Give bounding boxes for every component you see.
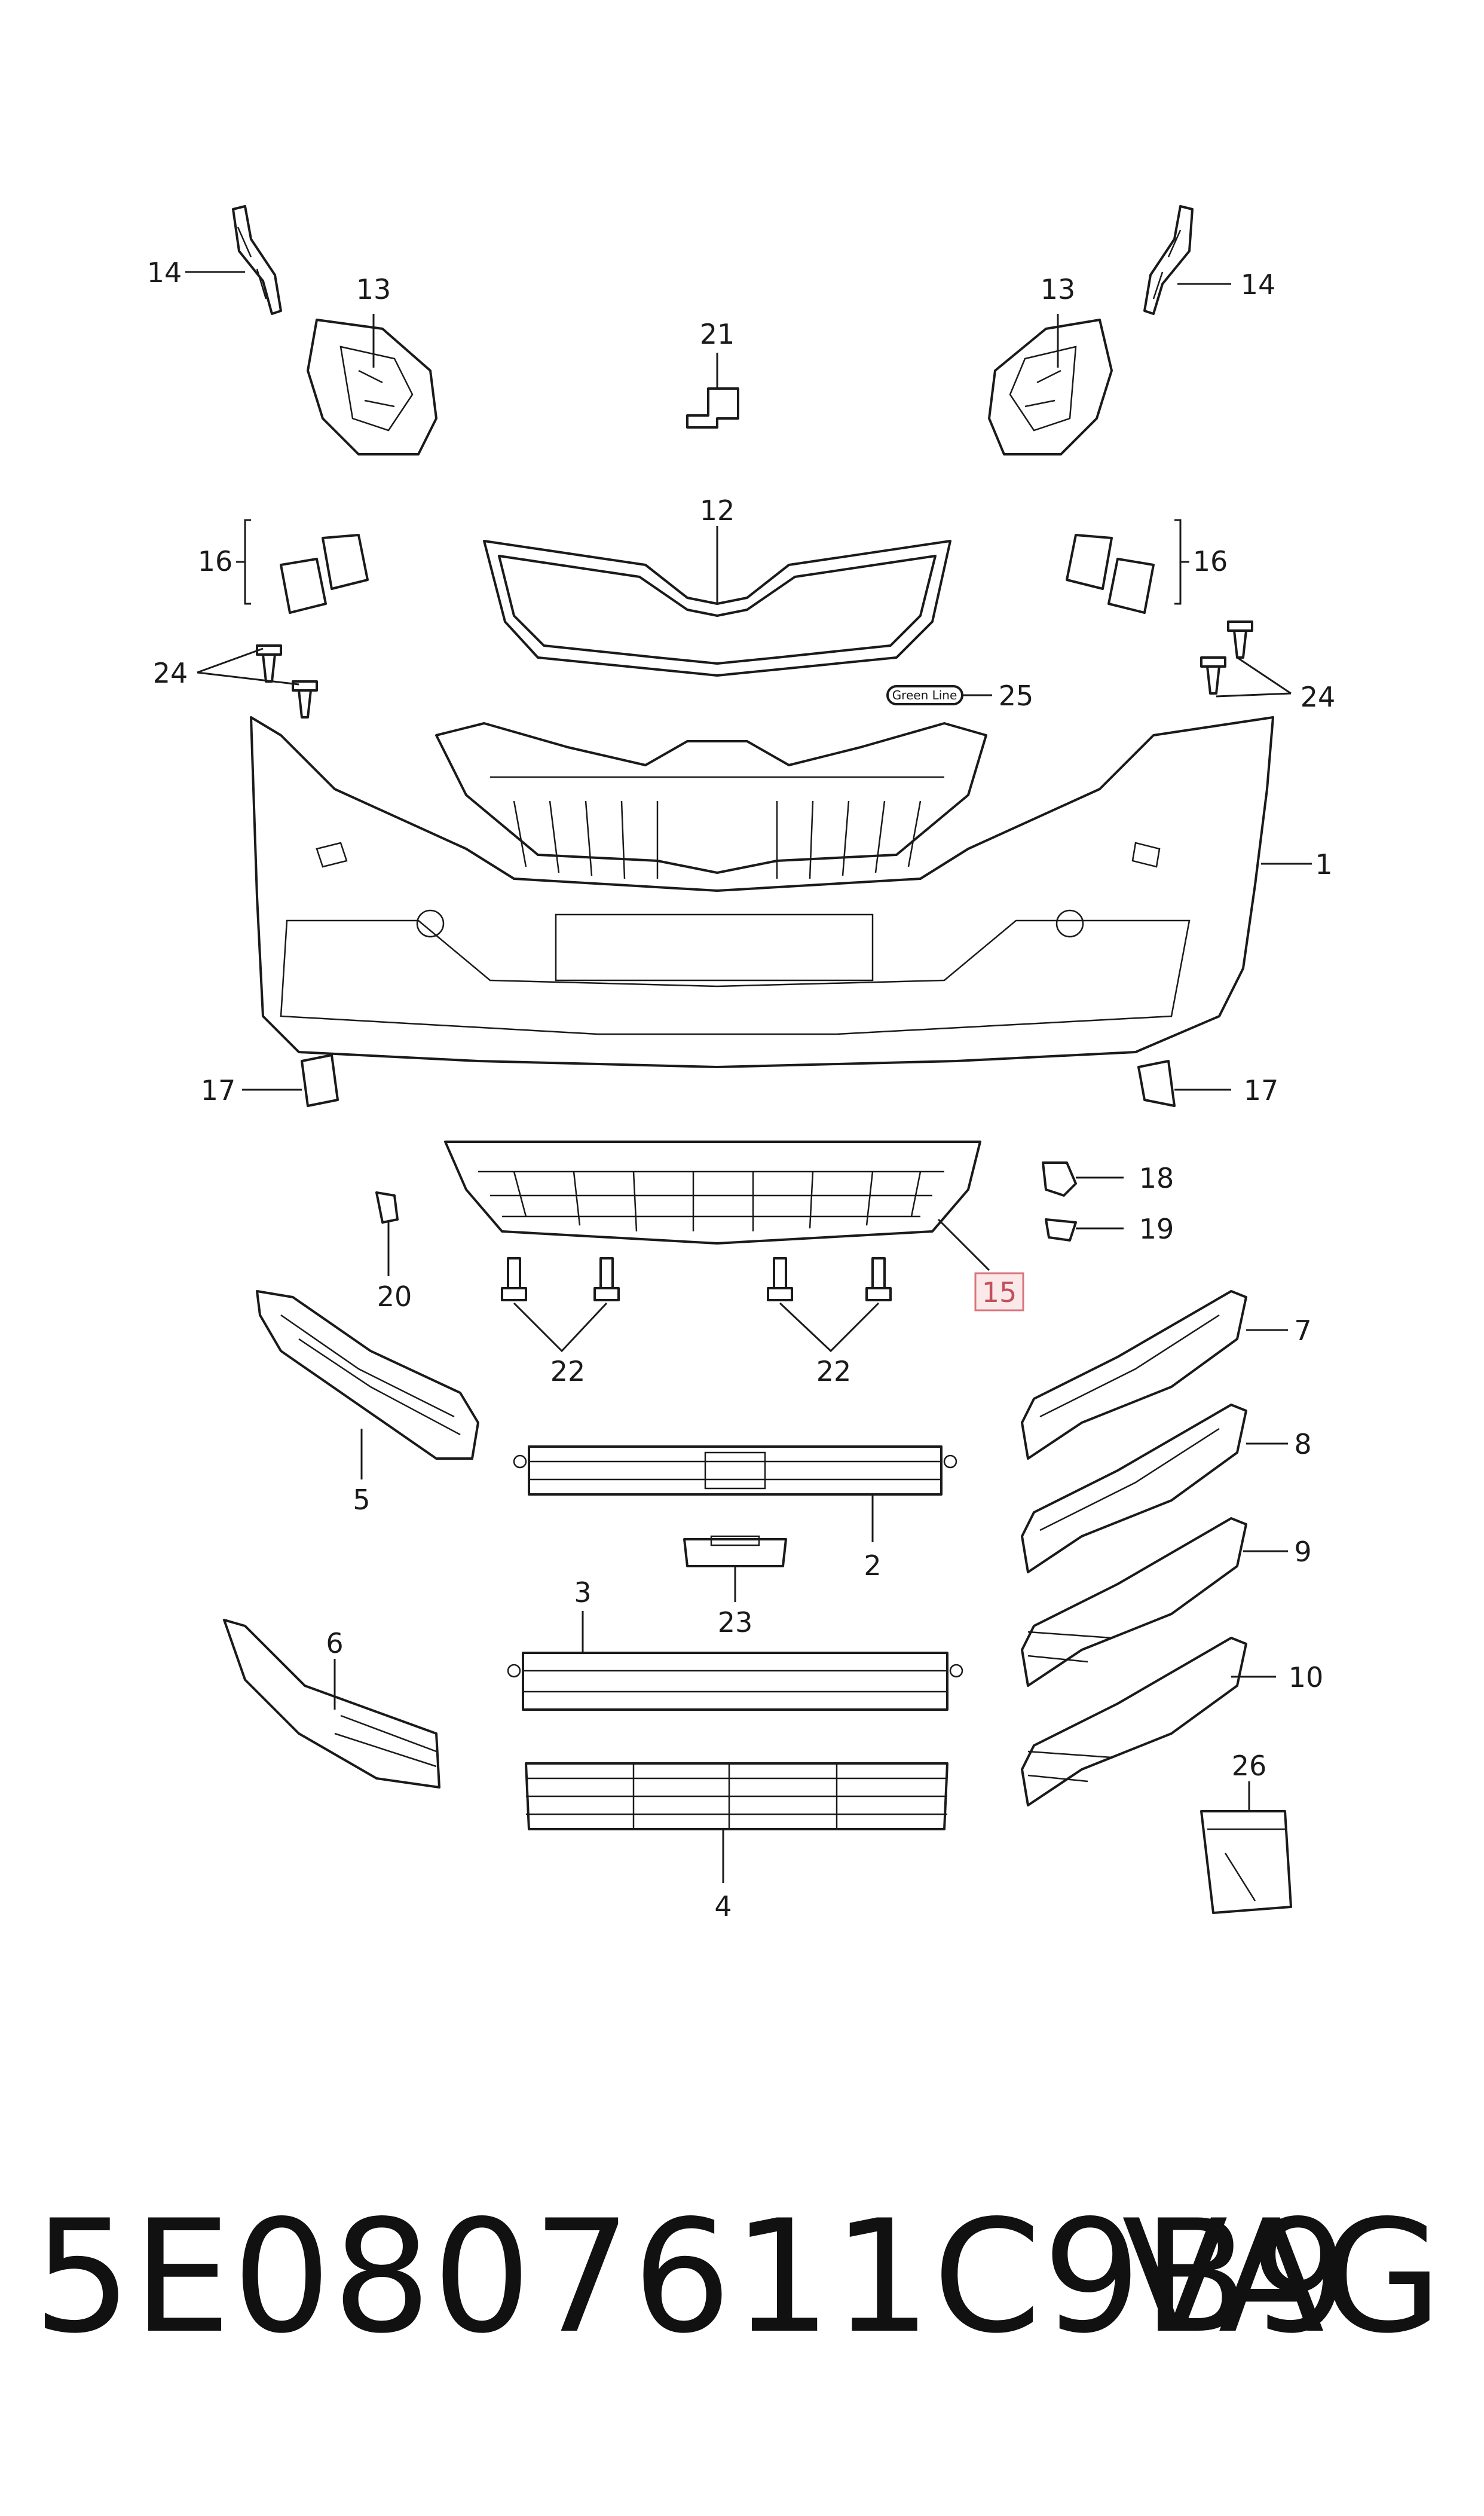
part-8-right-trim <box>1021 1404 1247 1573</box>
part-23-left-screws <box>256 644 318 719</box>
callout-5: 5 <box>353 1484 370 1516</box>
part-10-right-trim <box>1021 1637 1247 1806</box>
part-9-right-trim <box>1021 1517 1247 1687</box>
part-17-right <box>1137 1060 1176 1107</box>
callout-25: 25 <box>999 680 1034 712</box>
callout-13-right: 13 <box>1041 273 1076 305</box>
part-5-left-trim <box>256 1290 479 1460</box>
part-26-bag <box>1200 1810 1292 1914</box>
part-19-clip <box>1045 1218 1077 1242</box>
part-12-grille-frame <box>483 540 951 677</box>
callout-2: 2 <box>864 1549 881 1582</box>
callout-1: 1 <box>1315 848 1332 881</box>
part-4-lower-grille <box>525 1762 948 1830</box>
part-17-left <box>301 1054 339 1107</box>
part-23-right-screws <box>1200 620 1253 695</box>
callout-14-left: 14 <box>147 256 182 289</box>
callout-15-highlight <box>974 1272 1024 1312</box>
part-14-left <box>232 205 282 315</box>
part-2-grille <box>513 1445 957 1496</box>
callout-18: 18 <box>1139 1162 1174 1194</box>
callout-17-right: 17 <box>1244 1074 1279 1106</box>
part-6-left-trim <box>223 1619 440 1789</box>
callout-16-right: 16 <box>1193 545 1228 577</box>
part-13-right <box>988 319 1113 455</box>
callout-3: 3 <box>574 1576 591 1609</box>
part-13-left <box>307 319 437 455</box>
callout-23-left: 24 <box>153 657 188 689</box>
callout-22-left: 22 <box>550 1355 586 1387</box>
part-1-bumper-cover <box>250 716 1274 1068</box>
footer: 5E0807611C9B9 VAG <box>0 2182 1484 2373</box>
callout-26: 26 <box>1232 1750 1267 1782</box>
part-21 <box>686 387 739 429</box>
callout-22-right: 22 <box>816 1355 852 1387</box>
callout-13-left: 13 <box>356 273 391 305</box>
callout-6: 6 <box>326 1627 343 1659</box>
callout-21: 21 <box>700 318 735 350</box>
callout-7: 7 <box>1294 1314 1311 1347</box>
part-16-right <box>1066 519 1189 614</box>
emblem-label: Green Line <box>892 688 957 702</box>
callout-14-right: 14 <box>1241 268 1276 301</box>
callout-labels: 14 14 13 13 21 12 16 16 24 24 25 1 17 17… <box>147 256 1336 1922</box>
callout-16-left: 16 <box>198 545 233 577</box>
callout-9: 9 <box>1294 1536 1311 1568</box>
part-number-label: 5E0807611C9B9 <box>33 2187 1351 2368</box>
callout-20: 20 <box>377 1280 412 1313</box>
part-16-left <box>236 519 369 614</box>
callout-24: 23 <box>718 1606 753 1638</box>
part-24-plate <box>683 1535 787 1567</box>
part-15-support <box>444 1141 981 1245</box>
brand-label: VAG <box>1122 2187 1442 2368</box>
callout-4: 4 <box>714 1890 732 1922</box>
part-18-clip <box>1042 1161 1077 1197</box>
leader-lines <box>185 271 1312 1883</box>
callout-10: 10 <box>1289 1661 1324 1693</box>
callout-12: 12 <box>700 494 735 527</box>
callout-23-right: 24 <box>1301 681 1336 713</box>
part-25-emblem: Green Line <box>886 685 963 705</box>
part-20-cap <box>375 1191 399 1224</box>
part-22-screws-left <box>501 1257 620 1301</box>
callout-17-left: 17 <box>201 1074 236 1106</box>
callout-15: 15 <box>982 1276 1017 1309</box>
callout-8: 8 <box>1294 1428 1311 1460</box>
callout-19: 19 <box>1139 1213 1174 1245</box>
parts-diagram: Green Line <box>147 205 1336 1922</box>
part-3-grille <box>507 1652 963 1711</box>
part-14-right <box>1143 205 1194 315</box>
part-7-right-trim <box>1021 1290 1247 1460</box>
part-22-screws-right <box>767 1257 892 1301</box>
